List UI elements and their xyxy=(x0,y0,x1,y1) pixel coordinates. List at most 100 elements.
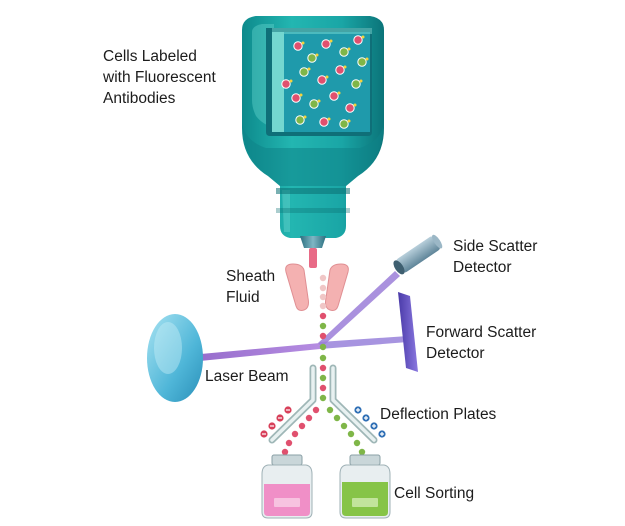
droplet xyxy=(319,322,327,330)
droplet xyxy=(319,384,327,392)
droplet-stream xyxy=(281,274,366,456)
antibody-marker xyxy=(325,75,329,79)
vial-green xyxy=(339,454,391,519)
side-scatter-line-1: Side Scatter xyxy=(453,238,538,255)
forward-scatter-label: Forward Scatter Detector xyxy=(426,322,536,364)
droplet-green xyxy=(358,448,366,456)
cell xyxy=(321,39,331,49)
charge-glyph xyxy=(356,408,360,412)
cell xyxy=(309,99,319,109)
droplet-pink xyxy=(298,422,306,430)
deflection-plates xyxy=(268,364,378,444)
cell xyxy=(319,117,329,127)
cell xyxy=(357,57,367,67)
sheath-label-line-1: Sheath xyxy=(226,268,276,285)
labeled-cells xyxy=(281,35,369,129)
cell xyxy=(353,35,363,45)
sheath-fluid-label: Sheath Fluid xyxy=(226,266,275,308)
droplet-pink xyxy=(305,414,313,422)
side-scatter-system xyxy=(318,234,443,347)
forward-scatter-beam xyxy=(320,336,408,349)
cell xyxy=(339,47,349,57)
cell-sorting-label: Cell Sorting xyxy=(394,485,475,502)
antibody-marker xyxy=(359,79,363,83)
antibody-marker xyxy=(353,103,357,107)
antibody-marker xyxy=(327,117,331,121)
cell xyxy=(339,119,349,129)
droplet-green xyxy=(347,430,355,438)
forward-scatter-detector xyxy=(398,292,418,372)
vial-pink xyxy=(261,454,313,519)
antibody-marker xyxy=(315,53,319,57)
cell xyxy=(317,75,327,85)
side-scatter-label: Side Scatter Detector xyxy=(453,236,537,278)
droplet-pink xyxy=(291,430,299,438)
droplet-pink xyxy=(312,406,320,414)
cells-label-line-3: Antibodies xyxy=(103,90,176,107)
droplet xyxy=(319,343,327,351)
cell xyxy=(307,53,317,63)
droplet xyxy=(319,274,327,282)
droplet xyxy=(319,312,327,320)
side-scatter-line-2: Detector xyxy=(453,259,512,276)
droplet xyxy=(319,374,327,382)
flow-nozzle xyxy=(300,236,326,268)
droplet xyxy=(319,302,327,310)
cell xyxy=(299,67,309,77)
forward-scatter-line-1: Forward Scatter xyxy=(426,324,537,341)
forward-scatter-line-2: Detector xyxy=(426,345,485,362)
droplet-green xyxy=(326,406,334,414)
collection-vials xyxy=(261,454,391,519)
droplet-pink xyxy=(285,439,293,447)
charge-glyph xyxy=(372,424,376,428)
sheath-fluid-right xyxy=(325,263,349,311)
droplet-green xyxy=(340,422,348,430)
droplet-pink xyxy=(281,448,289,456)
droplet-green xyxy=(353,439,361,447)
droplet xyxy=(319,364,327,372)
cells-label-line-2: with Fluorescent xyxy=(103,69,216,86)
antibody-marker xyxy=(347,47,351,51)
antibody-marker xyxy=(337,91,341,95)
antibody-marker xyxy=(361,35,365,39)
antibody-marker xyxy=(343,65,347,69)
sheath-label-line-2: Fluid xyxy=(226,289,260,306)
droplet-green xyxy=(333,414,341,422)
cells-label-line-1: Cells Labeled xyxy=(103,48,197,65)
antibody-marker xyxy=(301,41,305,45)
charge-signs xyxy=(260,406,386,438)
laser-system xyxy=(147,314,408,402)
charge-glyph xyxy=(364,416,368,420)
sheath-fluid-shapes xyxy=(285,263,349,311)
sample-stream-tip xyxy=(309,248,317,268)
droplet xyxy=(319,284,327,292)
antibody-marker xyxy=(329,39,333,43)
droplet xyxy=(319,394,327,402)
cell xyxy=(295,115,305,125)
cell xyxy=(351,79,361,89)
cell xyxy=(335,65,345,75)
antibody-marker xyxy=(303,115,307,119)
antibody-marker xyxy=(365,57,369,61)
droplet xyxy=(319,293,327,301)
droplet xyxy=(319,332,327,340)
cell xyxy=(329,91,339,101)
antibody-marker xyxy=(317,99,321,103)
cell xyxy=(281,79,291,89)
antibody-marker xyxy=(289,79,293,83)
antibody-marker xyxy=(347,119,351,123)
deflection-plates-label: Deflection Plates xyxy=(380,406,497,423)
cells-label: Cells Labeled with Fluorescent Antibodie… xyxy=(103,46,216,109)
sheath-fluid-left xyxy=(285,263,309,311)
cell xyxy=(293,41,303,51)
laser-beam xyxy=(190,343,320,362)
antibody-marker xyxy=(299,93,303,97)
charge-glyph xyxy=(380,432,384,436)
laser-lens xyxy=(147,314,203,402)
cell xyxy=(345,103,355,113)
laser-beam-label: Laser Beam xyxy=(205,368,289,385)
droplet xyxy=(319,354,327,362)
side-scatter-beam xyxy=(318,271,400,347)
